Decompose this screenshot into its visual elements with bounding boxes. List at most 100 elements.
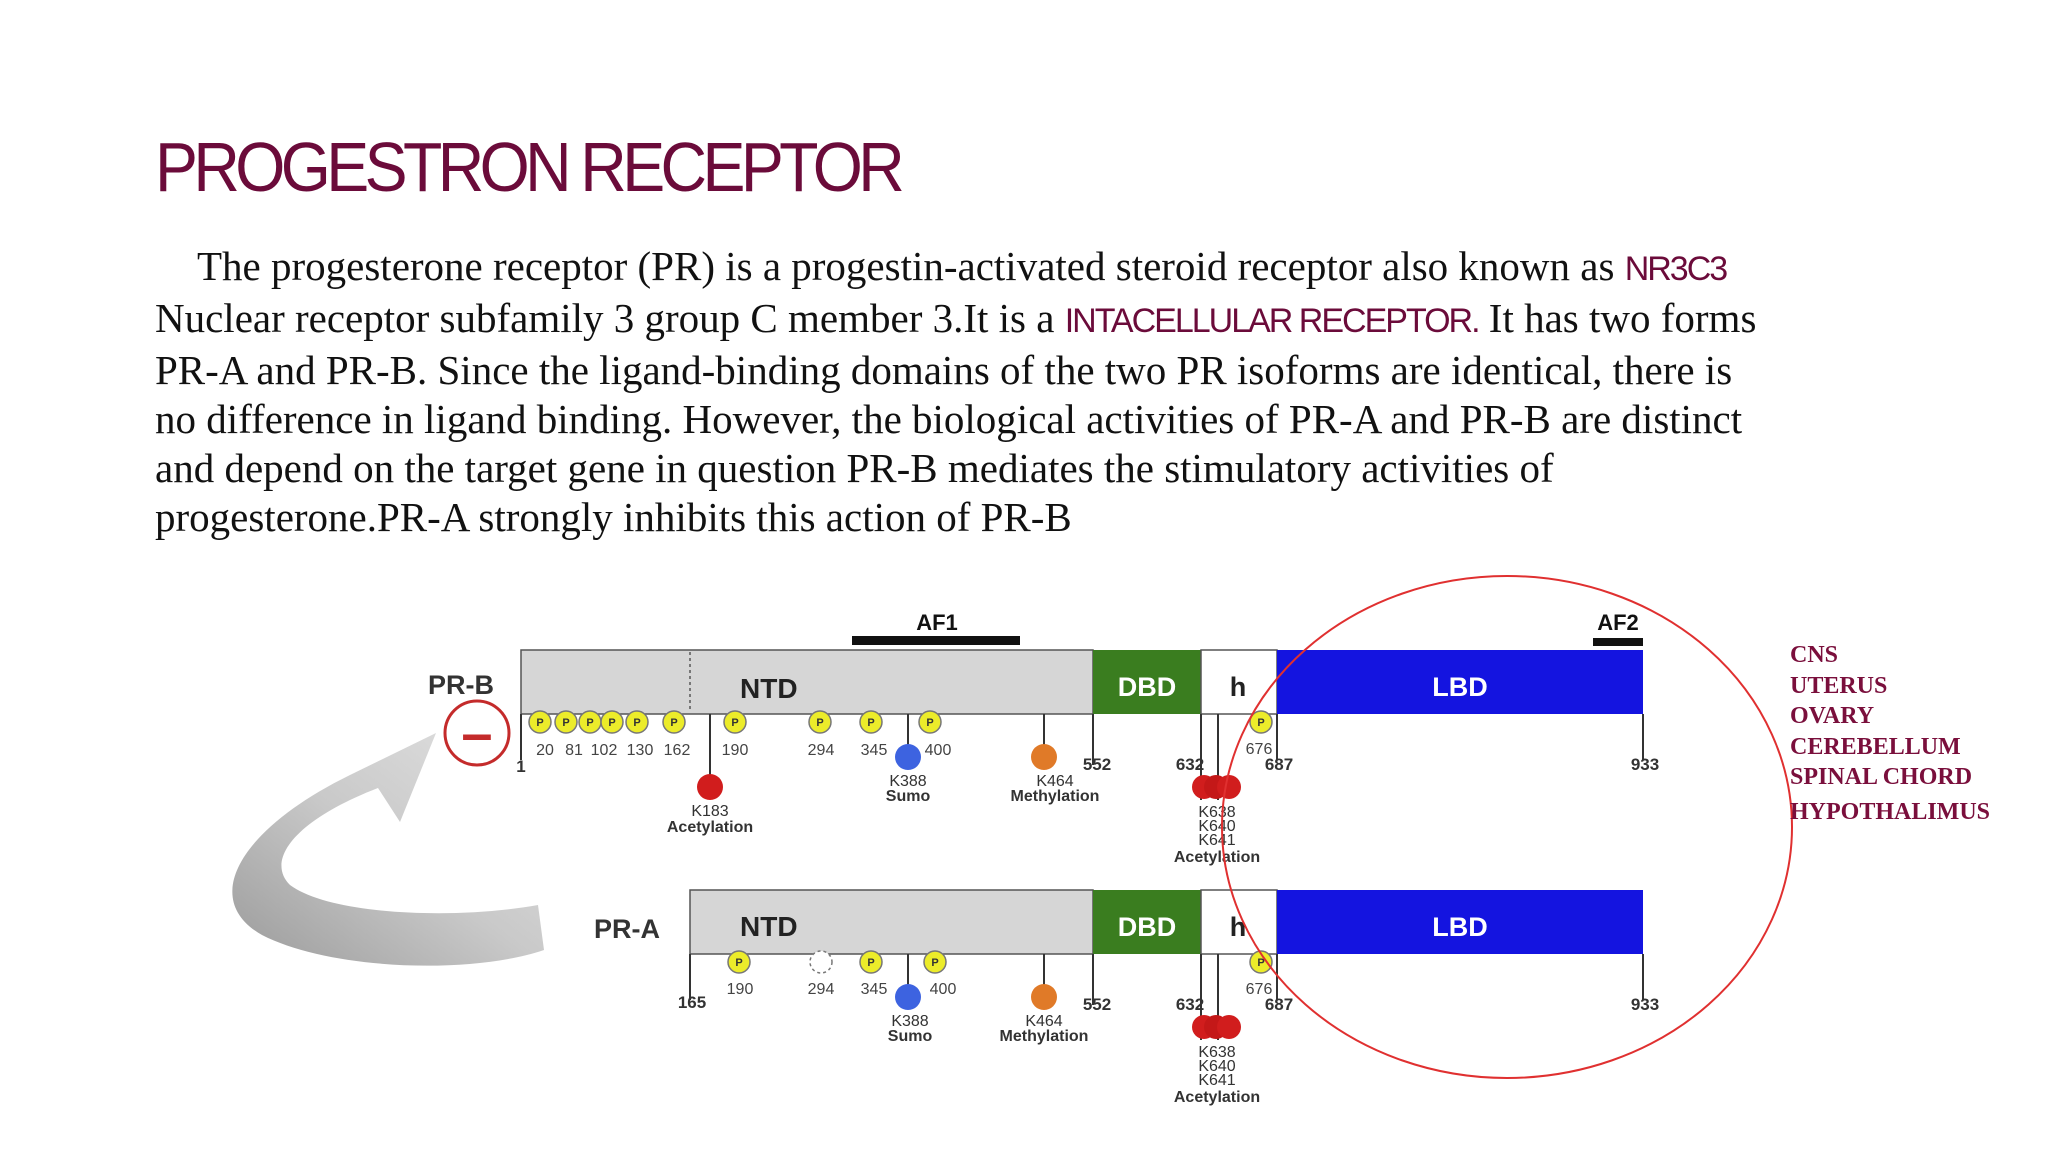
sumo-label: Sumo bbox=[886, 788, 931, 805]
pr-b-hinge-domain bbox=[1200, 649, 1278, 715]
methylation-icon bbox=[1031, 744, 1057, 770]
k640-label: K640 bbox=[1198, 1058, 1235, 1075]
pr-a-lbd-label: LBD bbox=[1432, 912, 1488, 942]
svg-text:–: – bbox=[461, 701, 492, 764]
sumo-icon bbox=[895, 984, 921, 1010]
phospho-icon: P bbox=[723, 710, 747, 734]
pr-b-end-label: 933 bbox=[1631, 755, 1659, 774]
pr-a-hinge-domain bbox=[1200, 889, 1278, 955]
body-paragraph: The progesterone receptor (PR) is a prog… bbox=[155, 242, 2035, 542]
organ-item: CEREBELLUM bbox=[1790, 733, 1961, 760]
svg-text:P: P bbox=[867, 957, 874, 969]
site-label: 400 bbox=[925, 742, 952, 759]
lbd-highlight-circle bbox=[1221, 575, 1793, 1079]
pr-a-label: PR-A bbox=[594, 914, 660, 944]
boundary-label: 552 bbox=[1083, 755, 1111, 774]
boundary-label: 632 bbox=[1176, 755, 1204, 774]
svg-text:P: P bbox=[731, 717, 738, 729]
organ-item: SPINAL CHORD bbox=[1790, 764, 1973, 790]
methylation-label: Methylation bbox=[1011, 788, 1100, 805]
acetylation-label: Acetylation bbox=[1174, 1089, 1260, 1106]
svg-text:P: P bbox=[670, 717, 677, 729]
organ-item: CNS bbox=[1790, 642, 1839, 668]
paragraph-line-2: Nuclear receptor subfamily 3 group C mem… bbox=[155, 294, 2035, 346]
k641-label: K641 bbox=[1198, 1072, 1235, 1089]
k464-label: K464 bbox=[1036, 773, 1073, 790]
svg-text:P: P bbox=[867, 717, 874, 729]
phospho-icon: P bbox=[625, 710, 649, 734]
phospho-placeholder-icon bbox=[809, 950, 833, 974]
pr-b-ntd-label: NTD bbox=[740, 673, 798, 704]
k638-label: K638 bbox=[1198, 804, 1235, 821]
svg-text:P: P bbox=[735, 957, 742, 969]
paragraph-line-4: no difference in ligand binding. However… bbox=[155, 396, 1743, 442]
acetylation-cluster-icon bbox=[1192, 775, 1241, 799]
pr-a-hinge-label: h bbox=[1230, 912, 1247, 942]
phospho-icon: P bbox=[727, 950, 751, 974]
pr-a-dbd-label: DBD bbox=[1118, 912, 1177, 942]
pr-a-start-label: 165 bbox=[678, 993, 706, 1012]
phospho-icon: P bbox=[662, 710, 686, 734]
pr-b-ntd-domain bbox=[520, 649, 1094, 715]
nr3c3-highlight: NR3C3 bbox=[1624, 250, 1728, 288]
organ-item: UTERUS bbox=[1790, 672, 1888, 699]
paragraph-line-6: progesterone.PR-A strongly inhibits this… bbox=[155, 494, 1072, 540]
svg-text:P: P bbox=[608, 717, 615, 729]
svg-text:P: P bbox=[586, 717, 593, 729]
pr-b-isoform: AF1 AF2 PR-B NTD DBD h LBD P P P P P bbox=[428, 610, 1659, 866]
paragraph-line-5: and depend on the target gene in questio… bbox=[155, 445, 1554, 491]
site-label: 102 bbox=[591, 742, 618, 759]
acetylation-cluster-icon bbox=[1192, 1015, 1241, 1039]
svg-text:P: P bbox=[633, 717, 640, 729]
slide-title: PROGESTRON RECEPTOR bbox=[155, 128, 905, 206]
phospho-icon: P bbox=[859, 950, 883, 974]
methylation-icon bbox=[1031, 984, 1057, 1010]
pr-b-label: PR-B bbox=[428, 670, 494, 700]
af1-bar bbox=[852, 636, 1020, 645]
k638-label: K638 bbox=[1198, 1044, 1235, 1061]
phospho-icon: P bbox=[923, 950, 947, 974]
phospho-icon: P bbox=[808, 710, 832, 734]
pr-a-end-label: 933 bbox=[1631, 995, 1659, 1014]
site-label: 345 bbox=[861, 981, 888, 998]
site-label: 676 bbox=[1246, 981, 1273, 998]
organ-item: OVARY bbox=[1790, 703, 1875, 729]
phospho-icon: P bbox=[859, 710, 883, 734]
svg-text:P: P bbox=[926, 717, 933, 729]
inhibition-minus-icon: – bbox=[443, 699, 511, 767]
sumo-label: Sumo bbox=[888, 1028, 933, 1045]
phospho-icon: P bbox=[1249, 950, 1273, 974]
boundary-label: 687 bbox=[1265, 755, 1293, 774]
site-label: 20 bbox=[536, 742, 554, 759]
phospho-icon: P bbox=[1249, 710, 1273, 734]
k183-label: K183 bbox=[691, 803, 728, 820]
phospho-icon: P bbox=[554, 710, 578, 734]
site-label: 345 bbox=[861, 742, 888, 759]
k388-label: K388 bbox=[891, 1013, 928, 1030]
phospho-icon: P bbox=[578, 710, 602, 734]
site-label: 130 bbox=[627, 742, 654, 759]
site-label: 294 bbox=[808, 981, 835, 998]
k464-label: K464 bbox=[1025, 1013, 1062, 1030]
boundary-label: 632 bbox=[1176, 995, 1204, 1014]
pr-b-lbd-label: LBD bbox=[1432, 672, 1488, 702]
af1-label: AF1 bbox=[916, 610, 958, 635]
pr-b-hinge-label: h bbox=[1230, 672, 1247, 702]
svg-text:P: P bbox=[562, 717, 569, 729]
pr-a-ntd-label: NTD bbox=[740, 911, 798, 942]
pr-a-lbd-domain bbox=[1277, 890, 1643, 954]
pr-a-dbd-domain bbox=[1093, 890, 1201, 954]
k641-label: K641 bbox=[1198, 832, 1235, 849]
svg-text:P: P bbox=[816, 717, 823, 729]
pr-b-start-label: 1 bbox=[516, 757, 525, 776]
k640-label: K640 bbox=[1198, 818, 1235, 835]
site-label: 81 bbox=[565, 742, 583, 759]
phospho-icon: P bbox=[918, 710, 942, 734]
af2-label: AF2 bbox=[1597, 610, 1639, 635]
intracellular-receptor-highlight: INTACELLULAR RECEPTOR. bbox=[1064, 302, 1481, 340]
phospho-icon: P bbox=[528, 710, 552, 734]
boundary-label: 552 bbox=[1083, 995, 1111, 1014]
site-label: 190 bbox=[727, 981, 754, 998]
pr-a-isoform: PR-A NTD DBD h LBD P P P P 190 294 345 4… bbox=[594, 889, 1659, 1106]
acetylation-icon bbox=[697, 774, 723, 800]
